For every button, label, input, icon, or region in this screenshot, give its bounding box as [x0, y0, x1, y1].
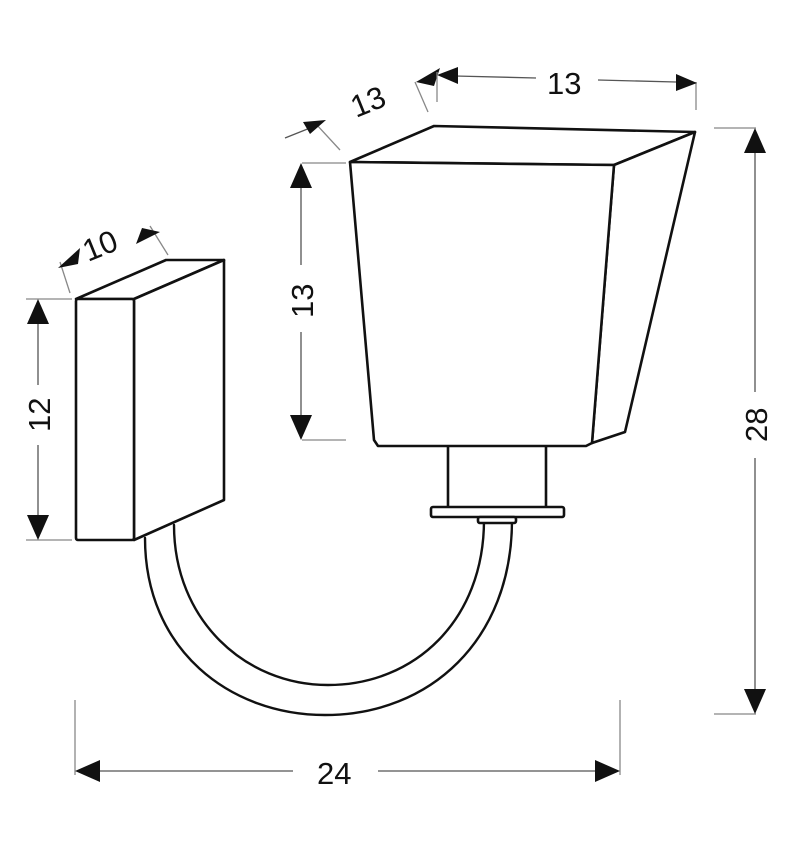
label-total-height: 28 — [739, 408, 774, 442]
dimension-total-height: 28 — [714, 127, 774, 715]
curved-arm — [143, 518, 514, 717]
label-total-width: 24 — [317, 756, 351, 791]
shade — [348, 124, 697, 448]
label-shade-height: 13 — [285, 284, 320, 318]
backplate — [74, 258, 226, 542]
label-backplate-height: 12 — [22, 398, 57, 432]
label-shade-depth: 13 — [346, 79, 391, 124]
dimension-shade-height: 13 — [285, 162, 346, 441]
socket-holder — [446, 438, 548, 510]
dimension-backplate-height: 12 — [22, 298, 72, 541]
dimension-shade-width: 13 — [436, 66, 697, 110]
flange — [429, 505, 566, 525]
label-shade-width: 13 — [547, 66, 581, 101]
label-backplate-depth: 10 — [78, 223, 123, 268]
dimension-total-width: 24 — [74, 700, 621, 791]
